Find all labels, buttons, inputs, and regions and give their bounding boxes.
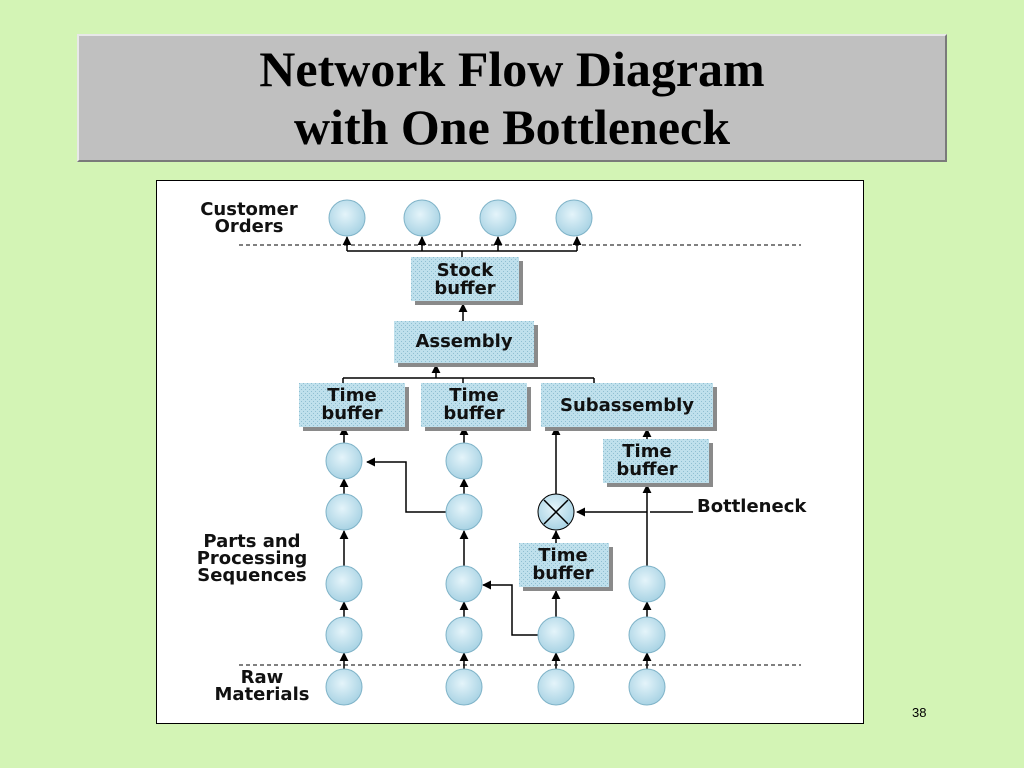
customer-order-node	[479, 199, 517, 237]
process-node	[445, 442, 483, 480]
title-box: Network Flow Diagram with One Bottleneck	[77, 34, 947, 162]
diagram-svg: Stock buffer Assembly Time buffer Time b…	[197, 199, 807, 706]
customer-orders-label-2: Orders	[215, 216, 284, 237]
subassembly-label: Subassembly	[560, 395, 694, 416]
bottleneck-node	[537, 493, 575, 531]
process-node	[325, 493, 363, 531]
time-buffer-box-3: Time buffer	[603, 439, 713, 487]
customer-order-node	[403, 199, 441, 237]
network-flow-diagram: Stock buffer Assembly Time buffer Time b…	[156, 180, 864, 724]
time-buffer-4-label-2: buffer	[532, 563, 593, 584]
process-node	[537, 616, 575, 654]
parts-processing-label-2: Processing	[197, 548, 308, 569]
raw-materials-label-2: Materials	[215, 684, 310, 705]
customer-order-node	[555, 199, 593, 237]
time-buffer-2-label-2: buffer	[443, 403, 504, 424]
process-node	[628, 565, 666, 603]
parts-processing-label-3: Sequences	[197, 565, 307, 586]
process-node	[445, 565, 483, 603]
time-buffer-box-2: Time buffer	[421, 383, 531, 431]
process-node	[445, 493, 483, 531]
raw-material-nodes	[325, 668, 666, 706]
process-nodes	[325, 442, 666, 654]
title-line-1: Network Flow Diagram	[259, 41, 765, 97]
time-buffer-4-label-1: Time	[538, 545, 587, 566]
process-node	[445, 616, 483, 654]
time-buffer-3-label-2: buffer	[616, 459, 677, 480]
time-buffer-2-label-1: Time	[449, 385, 498, 406]
process-node	[325, 442, 363, 480]
raw-material-node	[537, 668, 575, 706]
customer-orders-label-1: Customer	[200, 199, 298, 220]
time-buffer-box-1: Time buffer	[299, 383, 409, 431]
time-buffer-1-label-2: buffer	[321, 403, 382, 424]
time-buffer-3-label-1: Time	[622, 441, 671, 462]
page-number: 38	[912, 705, 927, 720]
parts-processing-label-1: Parts and	[203, 531, 300, 552]
raw-material-node	[628, 668, 666, 706]
stock-buffer-label-2: buffer	[434, 278, 495, 299]
raw-material-node	[445, 668, 483, 706]
time-buffer-1-label-1: Time	[327, 385, 376, 406]
customer-order-node	[328, 199, 366, 237]
process-node	[628, 616, 666, 654]
raw-material-node	[325, 668, 363, 706]
customer-order-nodes	[328, 199, 593, 237]
process-node	[325, 565, 363, 603]
title-line-2: with One Bottleneck	[293, 99, 731, 155]
flow-connectors	[339, 236, 693, 670]
stock-buffer-box: Stock buffer	[411, 257, 523, 305]
bottleneck-label: Bottleneck	[697, 496, 807, 517]
stock-buffer-label-1: Stock	[437, 260, 495, 281]
subassembly-box: Subassembly	[541, 383, 717, 431]
process-node	[325, 616, 363, 654]
assembly-box: Assembly	[394, 321, 538, 367]
time-buffer-box-4: Time buffer	[519, 543, 613, 591]
raw-materials-label-1: Raw	[241, 667, 284, 688]
assembly-label: Assembly	[415, 331, 512, 352]
